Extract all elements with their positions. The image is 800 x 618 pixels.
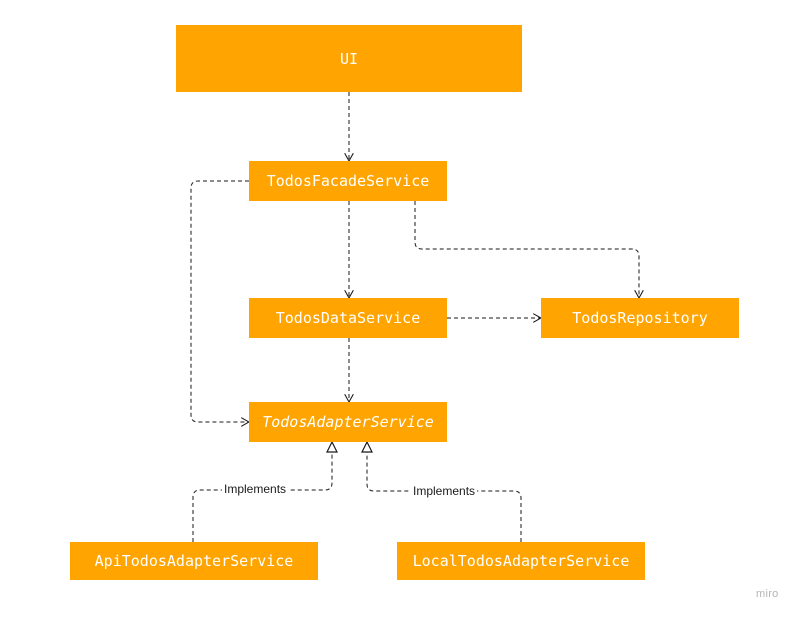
edge-facade-to-adapter bbox=[190, 180, 249, 422]
node-ui[interactable]: UI bbox=[176, 25, 522, 92]
node-todos-adapter-service[interactable]: TodosAdapterService bbox=[249, 402, 447, 442]
node-local-todos-adapter-service[interactable]: LocalTodosAdapterService bbox=[397, 542, 645, 580]
node-todos-data-service[interactable]: TodosDataService bbox=[249, 298, 447, 338]
node-api-todos-adapter-service[interactable]: ApiTodosAdapterService bbox=[70, 542, 318, 580]
node-todos-facade-service[interactable]: TodosFacadeService bbox=[249, 161, 447, 201]
node-todos-repository[interactable]: TodosRepository bbox=[541, 298, 739, 338]
edge-api-implements-adapter bbox=[192, 442, 332, 542]
edge-facade-to-repository bbox=[414, 201, 639, 298]
implements-label-api: Implements bbox=[222, 482, 289, 496]
implements-label-local: Implements bbox=[411, 484, 478, 498]
miro-watermark: miro bbox=[756, 588, 779, 600]
edge-local-implements-adapter bbox=[367, 442, 522, 542]
